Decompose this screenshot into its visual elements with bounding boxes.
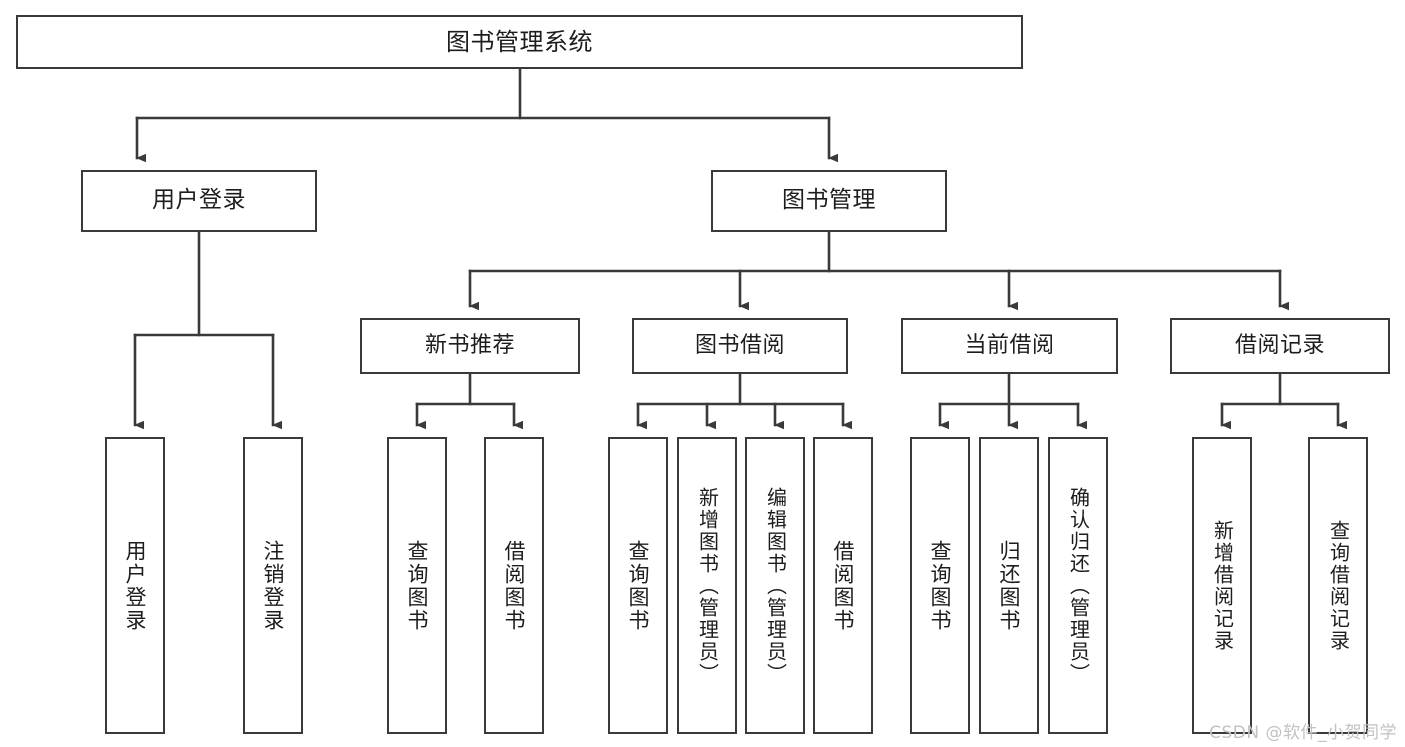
node-label: 图书借阅 <box>694 333 785 359</box>
leaf-confirm-return-admin[interactable]: 确认归还（管理员） <box>1048 437 1108 734</box>
node-label: 用户登录 <box>123 539 148 632</box>
node-label: 新增借阅记录 <box>1210 519 1235 652</box>
node-label: 查询图书 <box>405 539 430 632</box>
leaf-query-book-current[interactable]: 查询图书 <box>910 437 970 734</box>
node-label: 归还图书 <box>997 539 1022 632</box>
node-borrow-record[interactable]: 借阅记录 <box>1170 318 1390 374</box>
node-label: 确认归还（管理员） <box>1066 486 1091 685</box>
node-label: 图书管理系统 <box>446 27 593 56</box>
leaf-borrow-book[interactable]: 借阅图书 <box>813 437 873 734</box>
leaf-return-book[interactable]: 归还图书 <box>979 437 1039 734</box>
node-label: 查询图书 <box>626 539 651 632</box>
node-label: 编辑图书（管理员） <box>763 486 788 685</box>
node-new-book-recommend[interactable]: 新书推荐 <box>360 318 580 374</box>
node-current-borrow[interactable]: 当前借阅 <box>901 318 1118 374</box>
node-label: 当前借阅 <box>964 333 1055 359</box>
leaf-edit-book-admin[interactable]: 编辑图书（管理员） <box>745 437 805 734</box>
node-book-management[interactable]: 图书管理 <box>711 170 947 232</box>
leaf-user-login[interactable]: 用户登录 <box>105 437 165 734</box>
node-label: 图书管理 <box>782 187 876 214</box>
leaf-borrow-book-newbook[interactable]: 借阅图书 <box>484 437 544 734</box>
leaf-query-book-newbook[interactable]: 查询图书 <box>387 437 447 734</box>
node-book-borrow[interactable]: 图书借阅 <box>632 318 848 374</box>
node-label: 借阅记录 <box>1234 333 1325 359</box>
node-root-system[interactable]: 图书管理系统 <box>16 15 1023 69</box>
node-label: 借阅图书 <box>831 539 856 632</box>
node-label: 用户登录 <box>152 187 246 214</box>
node-label: 查询图书 <box>928 539 953 632</box>
node-label: 借阅图书 <box>502 539 527 632</box>
node-label: 新增图书（管理员） <box>695 486 720 685</box>
node-label: 注销登录 <box>261 539 286 632</box>
leaf-add-borrow-record[interactable]: 新增借阅记录 <box>1192 437 1252 734</box>
leaf-query-book-borrow[interactable]: 查询图书 <box>608 437 668 734</box>
leaf-logout-login[interactable]: 注销登录 <box>243 437 303 734</box>
node-label: 查询借阅记录 <box>1326 519 1351 652</box>
leaf-query-borrow-record[interactable]: 查询借阅记录 <box>1308 437 1368 734</box>
csdn-watermark: CSDN @软件_小贺同学 <box>1209 723 1397 743</box>
node-user-login[interactable]: 用户登录 <box>81 170 317 232</box>
leaf-add-book-admin[interactable]: 新增图书（管理员） <box>677 437 737 734</box>
node-label: 新书推荐 <box>424 333 515 359</box>
